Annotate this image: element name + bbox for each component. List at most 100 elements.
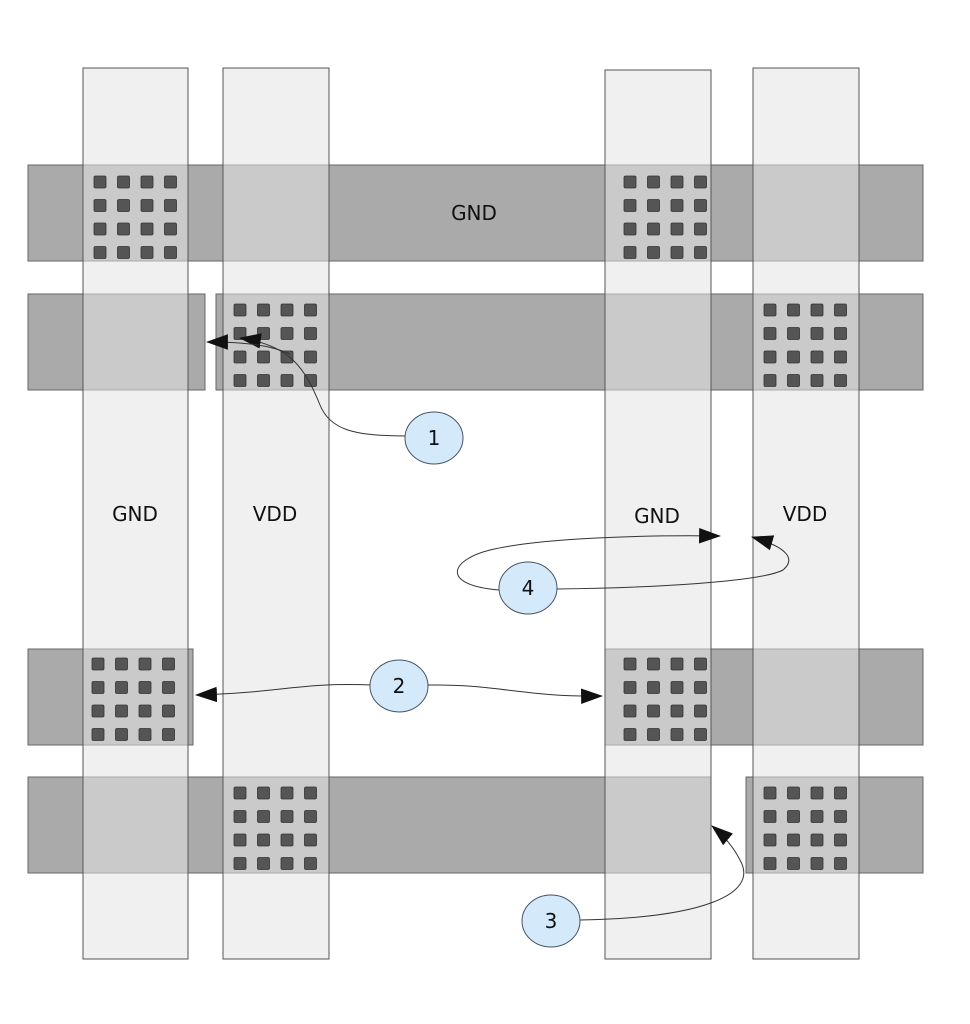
- label-gnd-right: GND: [634, 504, 680, 528]
- via-square: [304, 833, 317, 847]
- via-array-vdd-right-top: [763, 303, 847, 387]
- callout-4-bubble: [498, 561, 558, 615]
- via-square: [257, 833, 270, 847]
- via-square: [787, 327, 800, 340]
- callout-1-bubble: [404, 411, 464, 465]
- via-square: [623, 728, 637, 741]
- via-square: [694, 246, 707, 259]
- via-square: [138, 681, 152, 694]
- via-square: [623, 681, 637, 694]
- via-square: [93, 199, 107, 212]
- via-square: [647, 222, 660, 236]
- arrow-1-b: [205, 334, 291, 355]
- via-square: [810, 374, 824, 387]
- via-square: [257, 857, 270, 870]
- via-square: [117, 199, 130, 212]
- via-square: [670, 704, 684, 718]
- via-square: [304, 374, 317, 387]
- via-square: [91, 704, 105, 718]
- callout-2-bubble: [369, 659, 429, 713]
- via-square: [834, 833, 847, 847]
- via-square: [233, 857, 247, 870]
- via-square: [233, 327, 247, 340]
- via-square: [138, 704, 152, 718]
- via-square: [787, 303, 800, 317]
- via-square: [834, 374, 847, 387]
- callout-3-bubble: [521, 894, 581, 948]
- via-square: [280, 303, 294, 317]
- arrow-2-right: [427, 684, 604, 704]
- via-square: [164, 175, 177, 189]
- via-array-vdd-right-bottom: [763, 786, 847, 870]
- callout-3: 3: [521, 894, 581, 948]
- via-square: [694, 728, 707, 741]
- via-square: [623, 175, 637, 189]
- via-square: [93, 175, 107, 189]
- via-square: [257, 810, 270, 823]
- via-square: [93, 222, 107, 236]
- via-square: [670, 657, 684, 671]
- via-square: [257, 786, 270, 800]
- via-square: [623, 704, 637, 718]
- label-vdd-right: VDD: [783, 502, 827, 526]
- via-square: [162, 657, 175, 671]
- via-square: [162, 728, 175, 741]
- via-array-gnd-left-lower: [91, 657, 175, 741]
- via-square: [304, 327, 317, 340]
- via-square: [117, 175, 130, 189]
- label-vdd-left: VDD: [253, 502, 297, 526]
- via-square: [138, 657, 152, 671]
- via-square: [117, 222, 130, 236]
- via-square: [233, 786, 247, 800]
- via-square: [670, 222, 684, 236]
- callout-2: 2: [369, 659, 429, 713]
- arrow-4-loop-left: [456, 528, 722, 591]
- via-square: [623, 657, 637, 671]
- via-square: [810, 786, 824, 800]
- via-square: [810, 833, 824, 847]
- via-square: [93, 246, 107, 259]
- via-square: [623, 222, 637, 236]
- via-square: [763, 303, 777, 317]
- via-square: [763, 327, 777, 340]
- via-square: [763, 857, 777, 870]
- via-square: [694, 199, 707, 212]
- via-square: [162, 681, 175, 694]
- via-square: [623, 199, 637, 212]
- label-gnd-left: GND: [112, 502, 158, 526]
- arrow-3: [579, 825, 745, 921]
- via-square: [647, 199, 660, 212]
- via-square: [787, 374, 800, 387]
- via-square: [233, 833, 247, 847]
- callout-4-number: 4: [522, 576, 535, 600]
- via-array-gnd-right-lower: [623, 657, 707, 741]
- via-square: [670, 728, 684, 741]
- label-gnd-top: GND: [451, 201, 497, 225]
- via-square: [694, 704, 707, 718]
- via-square: [694, 657, 707, 671]
- via-square: [647, 657, 660, 671]
- via-square: [140, 222, 154, 236]
- column-gnd-right: [604, 69, 712, 960]
- callout-4: 4: [498, 561, 558, 615]
- via-square: [787, 857, 800, 870]
- vertical-columns: [82, 67, 860, 960]
- via-square: [164, 199, 177, 212]
- via-array-gnd-right-top: [623, 175, 707, 259]
- via-square: [91, 681, 105, 694]
- via-square: [763, 786, 777, 800]
- via-square: [647, 728, 660, 741]
- via-square: [115, 704, 128, 718]
- via-square: [694, 222, 707, 236]
- via-square: [304, 303, 317, 317]
- via-square: [834, 786, 847, 800]
- via-square: [787, 786, 800, 800]
- via-square: [763, 810, 777, 823]
- via-square: [117, 246, 130, 259]
- via-square: [670, 681, 684, 694]
- via-square: [787, 350, 800, 364]
- via-square: [670, 175, 684, 189]
- via-square: [91, 657, 105, 671]
- via-square: [763, 374, 777, 387]
- via-square: [763, 833, 777, 847]
